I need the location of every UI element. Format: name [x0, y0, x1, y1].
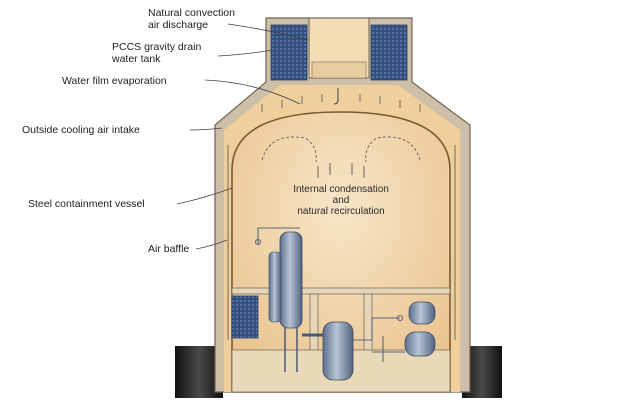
label-air-discharge-line2: air discharge: [148, 19, 208, 31]
pointer-air-discharge: [227, 23, 309, 41]
chimney-outlet: [311, 61, 367, 79]
drain-tank-left: [270, 24, 308, 81]
steam-generator: [268, 231, 303, 372]
recirculation-loop-left: [261, 136, 317, 163]
label-condensation-line1: Internal condensation: [293, 184, 389, 195]
label-drain-tank-line2: water tank: [111, 53, 161, 65]
recirculation-loop-right: [365, 136, 421, 163]
pointer-air-intake: [189, 127, 223, 131]
label-air-intake: Outside cooling air intake: [22, 124, 140, 136]
label-baffle: Air baffle: [148, 243, 189, 255]
piping: [254, 227, 405, 362]
pointer-baffle: [195, 239, 228, 250]
core-makeup-tanks: [404, 301, 436, 357]
drain-tank-right: [370, 24, 408, 81]
label-air-discharge-line1: Natural convection: [148, 7, 235, 19]
label-drain-tank-line1: PCCS gravity drain: [112, 41, 201, 53]
internal-up-arrows: [317, 163, 365, 178]
dome-air-flow-arrows: [261, 94, 421, 112]
label-condensation-line3: natural recirculation: [297, 206, 384, 217]
irwst-pool: [231, 295, 259, 339]
reactor-vessel: [302, 321, 354, 381]
label-condensation-line2: and: [333, 195, 350, 206]
label-water-film: Water film evaporation: [62, 75, 167, 87]
label-containment: Steel containment vessel: [28, 198, 145, 210]
pointer-containment: [176, 187, 233, 205]
pointer-drain-tank: [217, 49, 273, 57]
pointer-water-film: [204, 79, 301, 105]
water-film-line: [333, 88, 339, 105]
